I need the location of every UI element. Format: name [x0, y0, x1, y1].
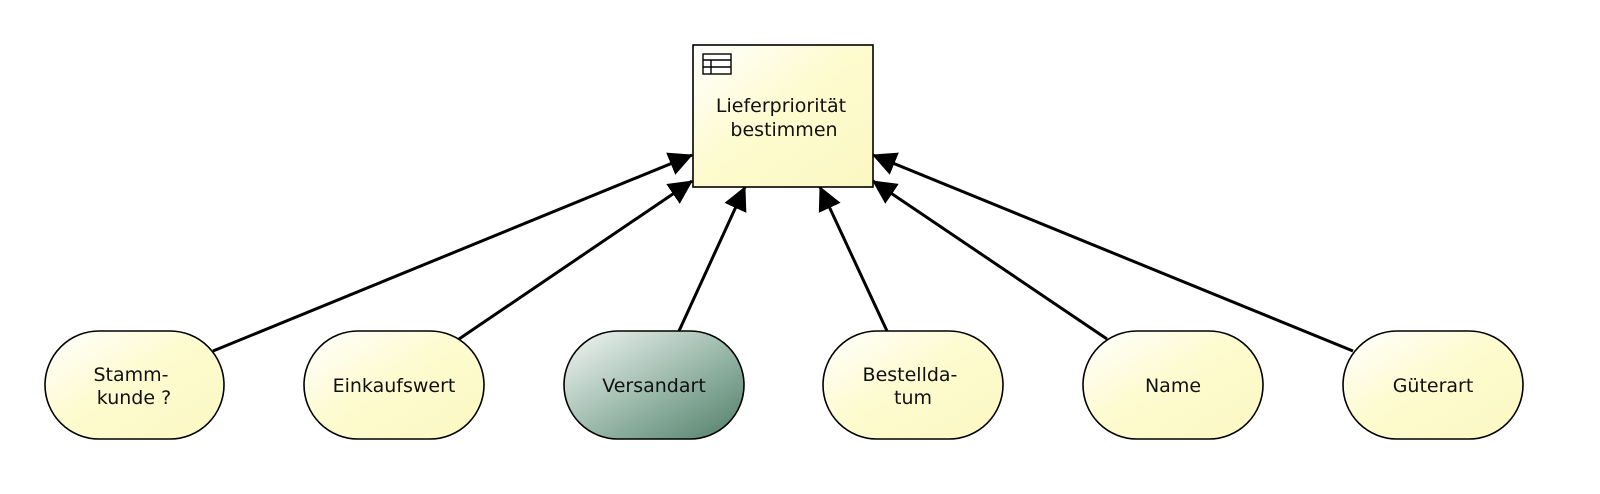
- information-requirements: [212, 152, 1354, 353]
- input-label-line: Bestellda-: [863, 364, 958, 386]
- input-label-line: Einkaufswert: [333, 375, 456, 397]
- decision-label-line-2: bestimmen: [730, 119, 837, 141]
- input-node-einkaufswert[interactable]: Einkaufswert: [303, 330, 485, 440]
- edge-versandart[interactable]: [677, 186, 747, 332]
- decision-table-icon: [702, 53, 732, 75]
- input-node-bestelldatum[interactable]: Bestellda- tum: [822, 330, 1004, 440]
- edge-einkaufswert[interactable]: [458, 179, 693, 341]
- input-label-einkaufswert: Einkaufswert: [333, 375, 456, 397]
- decision-label: Lieferpriorität bestimmen: [716, 95, 852, 141]
- input-label-line: Güterart: [1393, 375, 1474, 397]
- decision-label-line-1: Lieferpriorität: [716, 95, 846, 117]
- input-label-line: Versandart: [602, 375, 706, 397]
- input-node-name[interactable]: Name: [1082, 330, 1264, 440]
- input-label-line: tum: [894, 387, 932, 409]
- input-label-gueterart: Güterart: [1393, 375, 1474, 397]
- input-label-bestelldatum: Bestellda- tum: [863, 364, 964, 409]
- input-label-versandart: Versandart: [602, 375, 706, 397]
- input-label-line: Stamm-: [93, 364, 168, 386]
- edge-bestelldatum[interactable]: [818, 186, 889, 332]
- input-node-gueterart[interactable]: Güterart: [1342, 330, 1524, 440]
- edge-name[interactable]: [872, 179, 1108, 341]
- input-label-line: kunde ?: [97, 387, 171, 409]
- edge-stammkunde[interactable]: [212, 152, 693, 353]
- input-label-name: Name: [1145, 375, 1201, 397]
- input-data-nodes: Stamm- kunde ? Einkaufswert Versandart B…: [44, 330, 1524, 440]
- input-label-line: Name: [1145, 375, 1201, 397]
- edge-gueterart[interactable]: [872, 152, 1354, 353]
- input-label-stammkunde: Stamm- kunde ?: [93, 364, 174, 409]
- decision-node[interactable]: Lieferpriorität bestimmen: [692, 44, 874, 188]
- input-node-versandart[interactable]: Versandart: [563, 330, 745, 440]
- input-node-stammkunde[interactable]: Stamm- kunde ?: [44, 330, 225, 440]
